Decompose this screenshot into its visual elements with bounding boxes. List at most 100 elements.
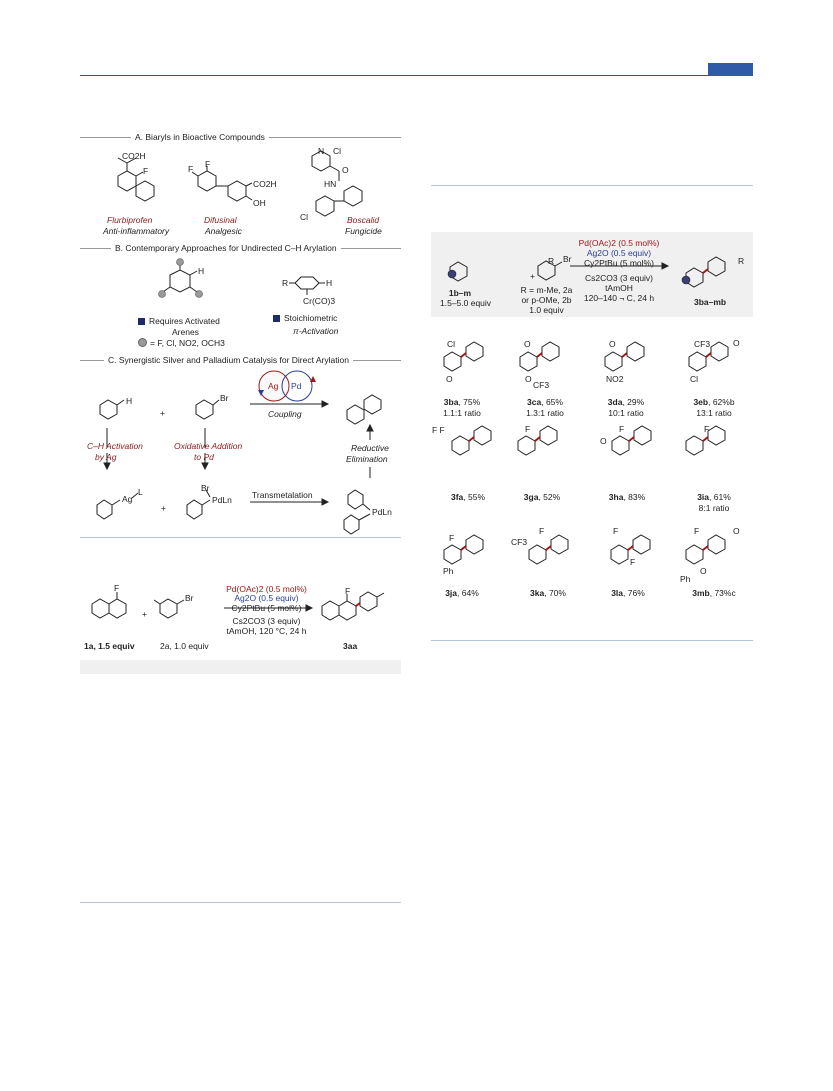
product-3ca: 3ca, 65% (527, 397, 563, 407)
p3ca-o: O (524, 339, 531, 349)
boscalid-o: O (342, 165, 349, 175)
scheme1-product-f: F (345, 586, 351, 596)
difusinal-use: Analgesic (205, 226, 242, 236)
boscalid-cl: Cl (333, 146, 342, 156)
scheme2-top-rule (431, 185, 753, 186)
header-page-tab (708, 63, 753, 76)
section-c-title: C. Synergistic Silver and Palladium Cata… (104, 355, 353, 365)
product-3ia-ratio: 8:1 ratio (698, 503, 730, 513)
p3ka-cf3: CF3 (511, 537, 528, 547)
difusinal-f2: F (205, 159, 211, 169)
figb-left-note: Requires Activated (138, 316, 220, 326)
figc-h: H (126, 396, 133, 406)
p3ha-f: F (619, 424, 625, 434)
figc-pdln: PdLn (212, 495, 232, 505)
product-3ga: 3ga, 52% (523, 492, 561, 502)
p3ia-f: F (704, 424, 710, 434)
grey-ball-icon (138, 338, 147, 347)
flurbiprofen-f: F (143, 166, 149, 176)
figure-left-bottom-rule (80, 537, 401, 538)
figb-cr-label: Cr(CO)3 (303, 296, 336, 306)
boscalid-use: Fungicide (345, 226, 382, 236)
figc-br2: Br (201, 483, 210, 493)
p3mb-o: O (733, 526, 740, 536)
product-3ba-ratio: 1.1:1 ratio (443, 408, 481, 418)
figb-right-note-2: π-Activation (293, 326, 339, 336)
p3ba-cl: Cl (447, 339, 456, 349)
scheme2-reagent2-l2: or p-OMe, 2b (521, 295, 572, 305)
coupling-label: Coupling (268, 409, 302, 419)
step3-label: Reductive (351, 443, 389, 453)
scheme2-header-box (431, 232, 753, 317)
step2-label: Oxidative Addition (174, 441, 243, 451)
boscalid-hn: HN (324, 179, 337, 189)
figc-br: Br (220, 393, 229, 403)
scheme2-reagent1-eq: 1.5–5.0 equiv (440, 298, 492, 308)
step1b-label: by Ag (95, 452, 117, 462)
p3mb-ph: Ph (680, 574, 691, 584)
boscalid-name: Boscalid (347, 215, 380, 225)
scheme2-reagent2-l3: 1.0 equiv (529, 305, 564, 315)
scheme1-reagent2: 2a, 1.0 equiv (160, 641, 209, 651)
scheme2-bottom-rule (431, 640, 753, 641)
product-3ha: 3ha, 83% (608, 492, 646, 502)
p3ha-o: O (600, 436, 607, 446)
p3ga-f: F (525, 424, 531, 434)
scheme1-table-header (80, 660, 401, 674)
figb-right-note: Stoichiometric (273, 313, 337, 323)
scheme2-reagent2-l1: R = m-Me, 2a (520, 285, 573, 295)
flurbiprofen-name: Flurbiprofen (107, 215, 153, 225)
p3mb-f: F (694, 526, 700, 536)
scheme1-plus: + (142, 609, 147, 619)
scheme1-br: Br (185, 593, 194, 603)
figb-r-label: R (282, 278, 289, 288)
p3eb-o: O (733, 338, 740, 348)
p3ja-ph: Ph (443, 566, 454, 576)
product-3eb-ratio: 13:1 ratio (696, 408, 732, 418)
figc-plus2: + (161, 503, 166, 513)
product-3ka: 3ka, 70% (530, 588, 566, 598)
scheme1-bottom-rule (80, 902, 401, 903)
step3b-label: Elimination (346, 454, 388, 464)
flurbiprofen-use: Anti-inflammatory (103, 226, 170, 236)
product-3mb: 3mb, 73%c (692, 588, 736, 598)
p3la-f: F (613, 526, 619, 536)
difusinal-name: Difusinal (204, 215, 237, 225)
navy-square-icon (138, 318, 145, 325)
figb-h2-label: H (326, 278, 333, 288)
p3ca-cf3: CF3 (533, 380, 550, 390)
ag-cycle-label: Ag (268, 381, 279, 391)
figc-ag: Ag (122, 494, 133, 504)
p3ja-f: F (449, 533, 455, 543)
boscalid-n: N (318, 146, 325, 156)
scheme2-cond1: Pd(OAc)2 (0.5 mol%) (578, 238, 660, 248)
section-b-title: B. Contemporary Approaches for Undirecte… (111, 243, 341, 253)
scheme2-product-r: R (738, 256, 745, 266)
scheme2-product: 3ba–mb (694, 297, 727, 307)
scheme1-reagent1: 1a, 1.5 equiv (84, 641, 135, 651)
flurbiprofen-co2h: CO2H (122, 151, 146, 161)
scheme1-f: F (114, 583, 120, 593)
header-rule (80, 75, 753, 76)
scheme2-br: Br (563, 254, 572, 264)
scheme2-reagent1: 1b–m (448, 288, 472, 298)
difusinal-co2h: CO2H (253, 179, 277, 189)
p3da-no2: NO2 (606, 374, 624, 384)
figb-h-label: H (198, 266, 205, 276)
figc-plus1: + (160, 408, 165, 418)
p3ba-o: O (446, 374, 453, 384)
scheme1-cond1: Pd(OAc)2 (0.5 mol%) (226, 584, 307, 594)
scheme1-product: 3aa (343, 641, 358, 651)
scheme1-cond5: tAmOH, 120 °C, 24 h (226, 626, 307, 636)
p3da-o: O (609, 339, 616, 349)
p3ka-f: F (539, 526, 545, 536)
figb-left-note-3: = F, Cl, NO2, OCH3 (138, 338, 225, 348)
scheme2-cond3: Cy2PtBu (5 mol%) (584, 258, 654, 268)
navy-square-icon (273, 315, 280, 322)
scheme2-r: R (548, 256, 555, 266)
scheme1-cond3: Cy2PtBu (5 mol%) (231, 603, 302, 613)
